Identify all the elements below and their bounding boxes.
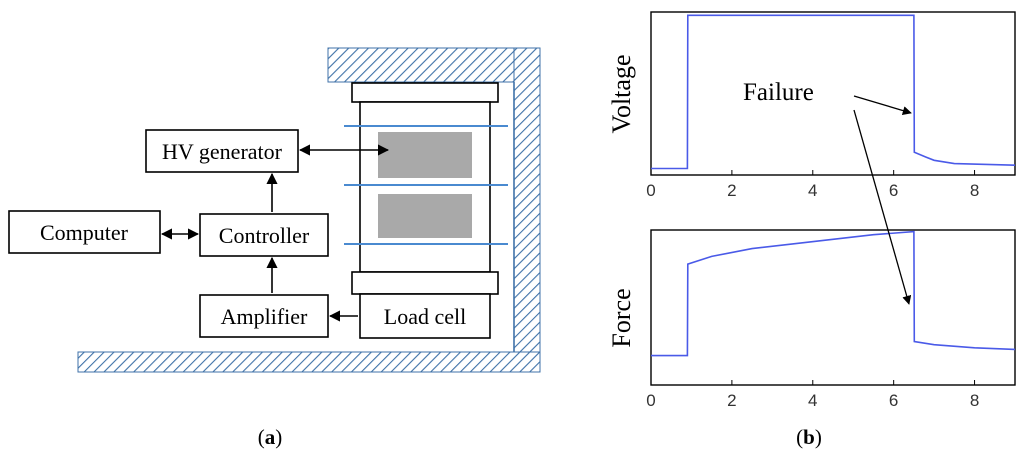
frame-right-column <box>513 47 541 355</box>
voltage-tick-label: 4 <box>808 181 817 200</box>
force-plot-frame <box>650 229 1016 386</box>
force-tick-label: 8 <box>970 391 979 410</box>
voltage-x-ticks: 0 2 4 6 8 <box>646 170 979 200</box>
electrode-sample-upper <box>378 132 472 178</box>
controller-box <box>199 213 329 257</box>
hv-generator-box <box>145 129 299 173</box>
failure-arrow-force <box>853 109 912 305</box>
voltage-series-line <box>651 14 1016 170</box>
computer-box <box>8 210 161 254</box>
schematic-diagram: HV generator Computer Controller Amplifi… <box>8 47 541 449</box>
controller-label: Controller <box>219 223 310 248</box>
bottom-platen <box>351 271 499 295</box>
failure-label: Failure <box>743 79 814 106</box>
force-axis-label: Force <box>607 288 636 347</box>
force-tick-label: 2 <box>727 391 736 410</box>
force-tick-label: 6 <box>889 391 898 410</box>
failure-arrow-voltage <box>853 95 912 116</box>
electrode-sample-lower <box>378 194 472 238</box>
load-cell-box <box>359 293 491 339</box>
amplifier-label: Amplifier <box>221 304 308 329</box>
caption-b: (b) <box>796 425 822 449</box>
frame-top-beam <box>327 47 541 83</box>
force-tick-label: 0 <box>646 391 655 410</box>
voltage-axis-label: Voltage <box>607 55 636 134</box>
voltage-tick-label: 2 <box>727 181 736 200</box>
frame-base <box>77 351 541 373</box>
force-series-line <box>651 230 1016 357</box>
hv-generator-label: HV generator <box>162 139 283 164</box>
voltage-plot-frame <box>650 11 1016 176</box>
force-plot: 0 2 4 6 8 Force <box>607 229 1016 410</box>
computer-label: Computer <box>40 220 129 245</box>
failure-annotation: Failure <box>743 79 912 305</box>
force-tick-label: 4 <box>808 391 817 410</box>
actuator-stack <box>359 101 491 273</box>
top-platen <box>351 82 499 103</box>
voltage-tick-label: 0 <box>646 181 655 200</box>
load-cell-label: Load cell <box>384 304 466 329</box>
voltage-plot: 0 2 4 6 8 Voltage <box>607 11 1016 200</box>
caption-a: (a) <box>258 425 283 449</box>
voltage-tick-label: 6 <box>889 181 898 200</box>
voltage-tick-label: 8 <box>970 181 979 200</box>
force-x-ticks: 0 2 4 6 8 <box>646 380 979 410</box>
amplifier-box <box>199 294 329 338</box>
